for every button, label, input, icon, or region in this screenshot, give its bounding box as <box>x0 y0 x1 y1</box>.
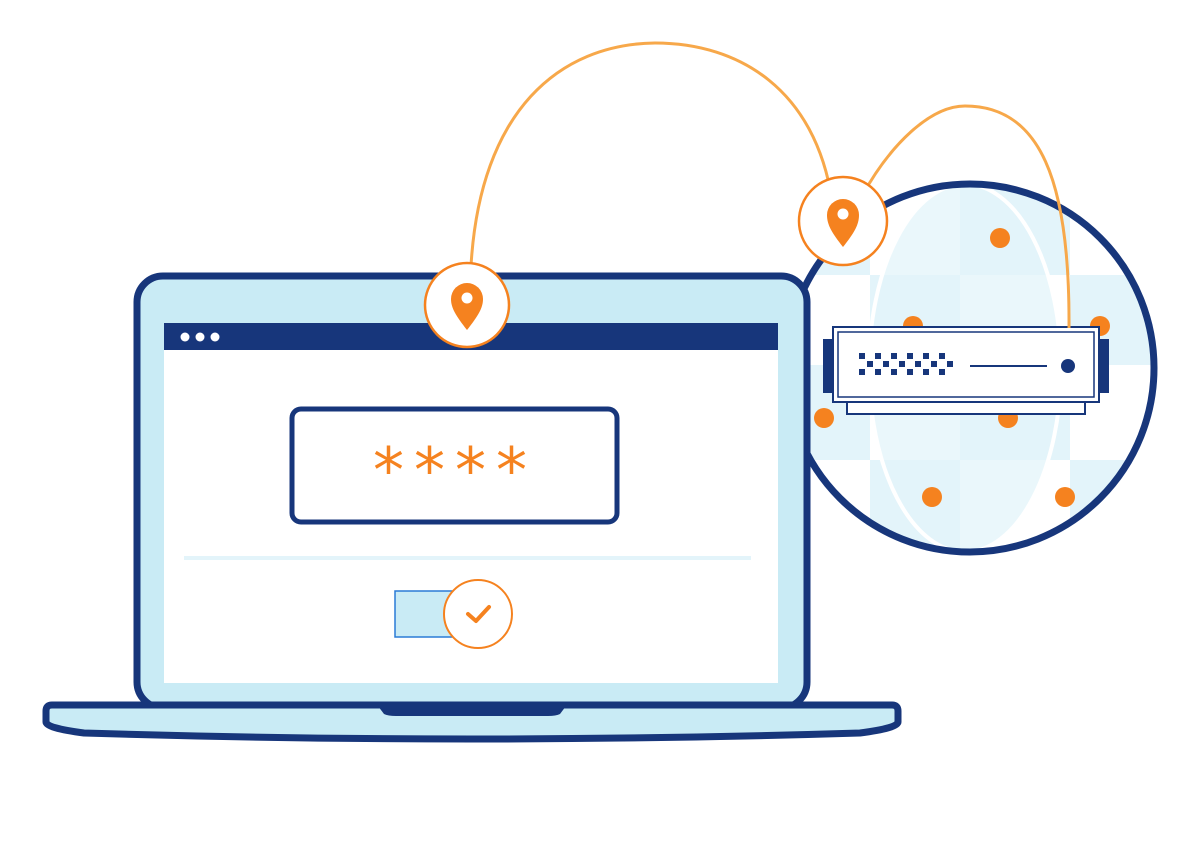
divider <box>184 556 751 560</box>
location-pin-icon <box>423 261 511 349</box>
password-masked-text: **** <box>373 434 537 507</box>
server-vents <box>859 353 953 375</box>
server-indicator-line <box>970 365 1047 367</box>
laptop-base <box>42 701 902 743</box>
connection-arcs <box>469 41 1071 329</box>
city-dot <box>814 408 834 428</box>
window-dots-icon <box>180 332 220 342</box>
city-dot <box>990 228 1010 248</box>
laptop: **** <box>42 272 902 743</box>
laptop-notch <box>378 706 566 716</box>
submit-button[interactable] <box>394 579 513 649</box>
city-dot <box>1055 487 1075 507</box>
server-power-light <box>1061 359 1075 373</box>
password-field[interactable]: **** <box>289 406 620 525</box>
location-pin-icon <box>797 175 889 267</box>
server-icon <box>823 326 1109 415</box>
city-dot <box>922 487 942 507</box>
checkmark-icon <box>443 579 513 649</box>
